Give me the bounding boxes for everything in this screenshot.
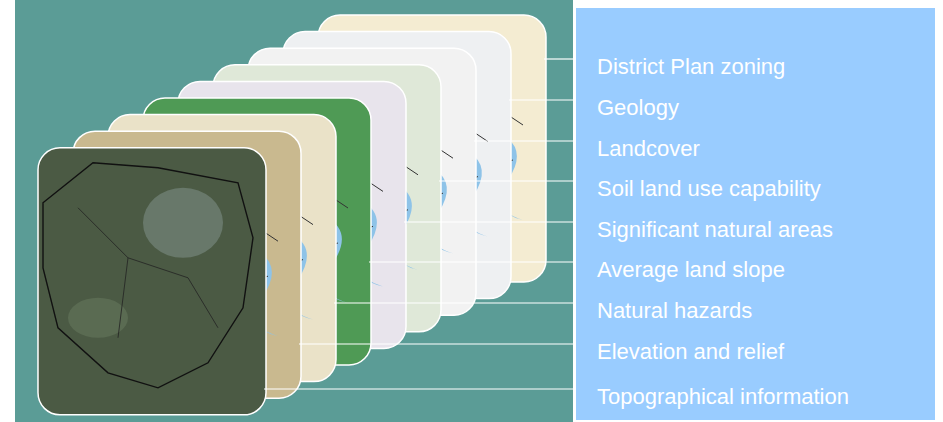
- layer-label: Significant natural areas: [597, 217, 833, 243]
- layer-label: Average land slope: [597, 257, 785, 283]
- layer-sheet: [38, 148, 266, 415]
- leader-line: [299, 343, 575, 344]
- layer-label: Landcover: [597, 136, 700, 162]
- leader-line: [439, 180, 575, 181]
- teal-ground: [15, 0, 573, 422]
- leader-line: [474, 140, 575, 141]
- map-layers: [38, 15, 546, 415]
- layer-label: Topographical information: [597, 384, 849, 410]
- leader-line: [264, 388, 575, 389]
- catchment-boundary: [43, 163, 253, 388]
- leader-line: [544, 58, 575, 59]
- layer-label: District Plan zoning: [597, 54, 785, 80]
- leader-line: [509, 99, 575, 100]
- leader-lines: [264, 59, 575, 389]
- map-layer: [38, 148, 266, 415]
- layer-label: Soil land use capability: [597, 176, 821, 202]
- lake: [143, 188, 223, 258]
- sub-boundaries: [78, 208, 218, 338]
- leader-line: [404, 221, 575, 222]
- label-panel: District Plan zoningGeologyLandcoverSoil…: [576, 8, 935, 420]
- leader-line: [369, 261, 575, 262]
- layer-label: Geology: [597, 95, 679, 121]
- leader-line: [334, 302, 575, 303]
- layer-label: Elevation and relief: [597, 339, 784, 365]
- layer-label: Natural hazards: [597, 298, 752, 324]
